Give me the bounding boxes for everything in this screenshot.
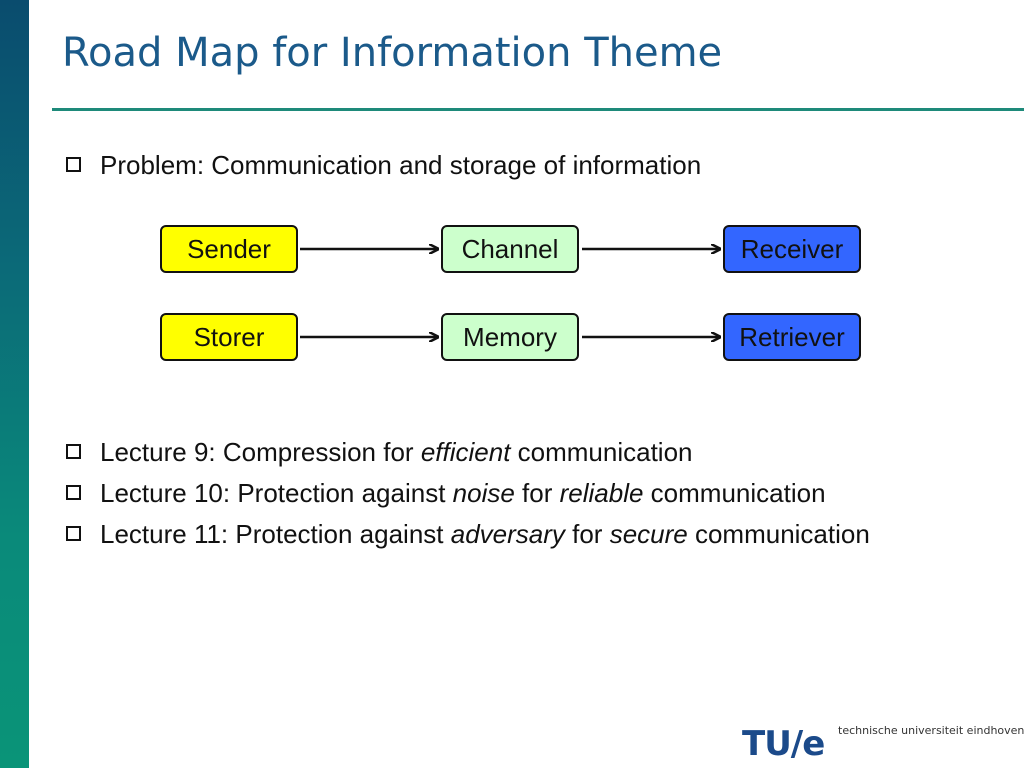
memory-box: Memory (441, 313, 579, 361)
bullet-problem-text: Problem: Communication and storage of in… (100, 150, 702, 180)
channel-box: Channel (441, 225, 579, 273)
bullet-square-icon (66, 526, 81, 541)
lecture-9-text: Lecture 9: Compression for efficient com… (100, 437, 693, 467)
receiver-box: Receiver (723, 225, 861, 273)
title-divider (52, 108, 1024, 111)
bullet-lecture-11: Lecture 11: Protection against adversary… (66, 519, 966, 549)
bullet-lecture-10: Lecture 10: Protection against noise for… (66, 478, 966, 508)
bullet-square-icon (66, 157, 81, 172)
side-accent-bar (0, 0, 29, 768)
sender-box: Sender (160, 225, 298, 273)
bullet-problem: Problem: Communication and storage of in… (66, 150, 966, 180)
tue-logo: TU/e technische universiteit eindhoven (742, 722, 1024, 764)
retriever-box: Retriever (723, 313, 861, 361)
bullet-lecture-9: Lecture 9: Compression for efficient com… (66, 437, 966, 467)
lecture-10-text: Lecture 10: Protection against noise for… (100, 478, 826, 508)
bullet-square-icon (66, 444, 81, 459)
tue-logo-mark: TU/e (742, 724, 825, 764)
bullet-square-icon (66, 485, 81, 500)
slide-title: Road Map for Information Theme (62, 30, 723, 76)
lecture-11-text: Lecture 11: Protection against adversary… (100, 519, 870, 549)
university-name: technische universiteit eindhoven (838, 724, 1024, 737)
storer-box: Storer (160, 313, 298, 361)
